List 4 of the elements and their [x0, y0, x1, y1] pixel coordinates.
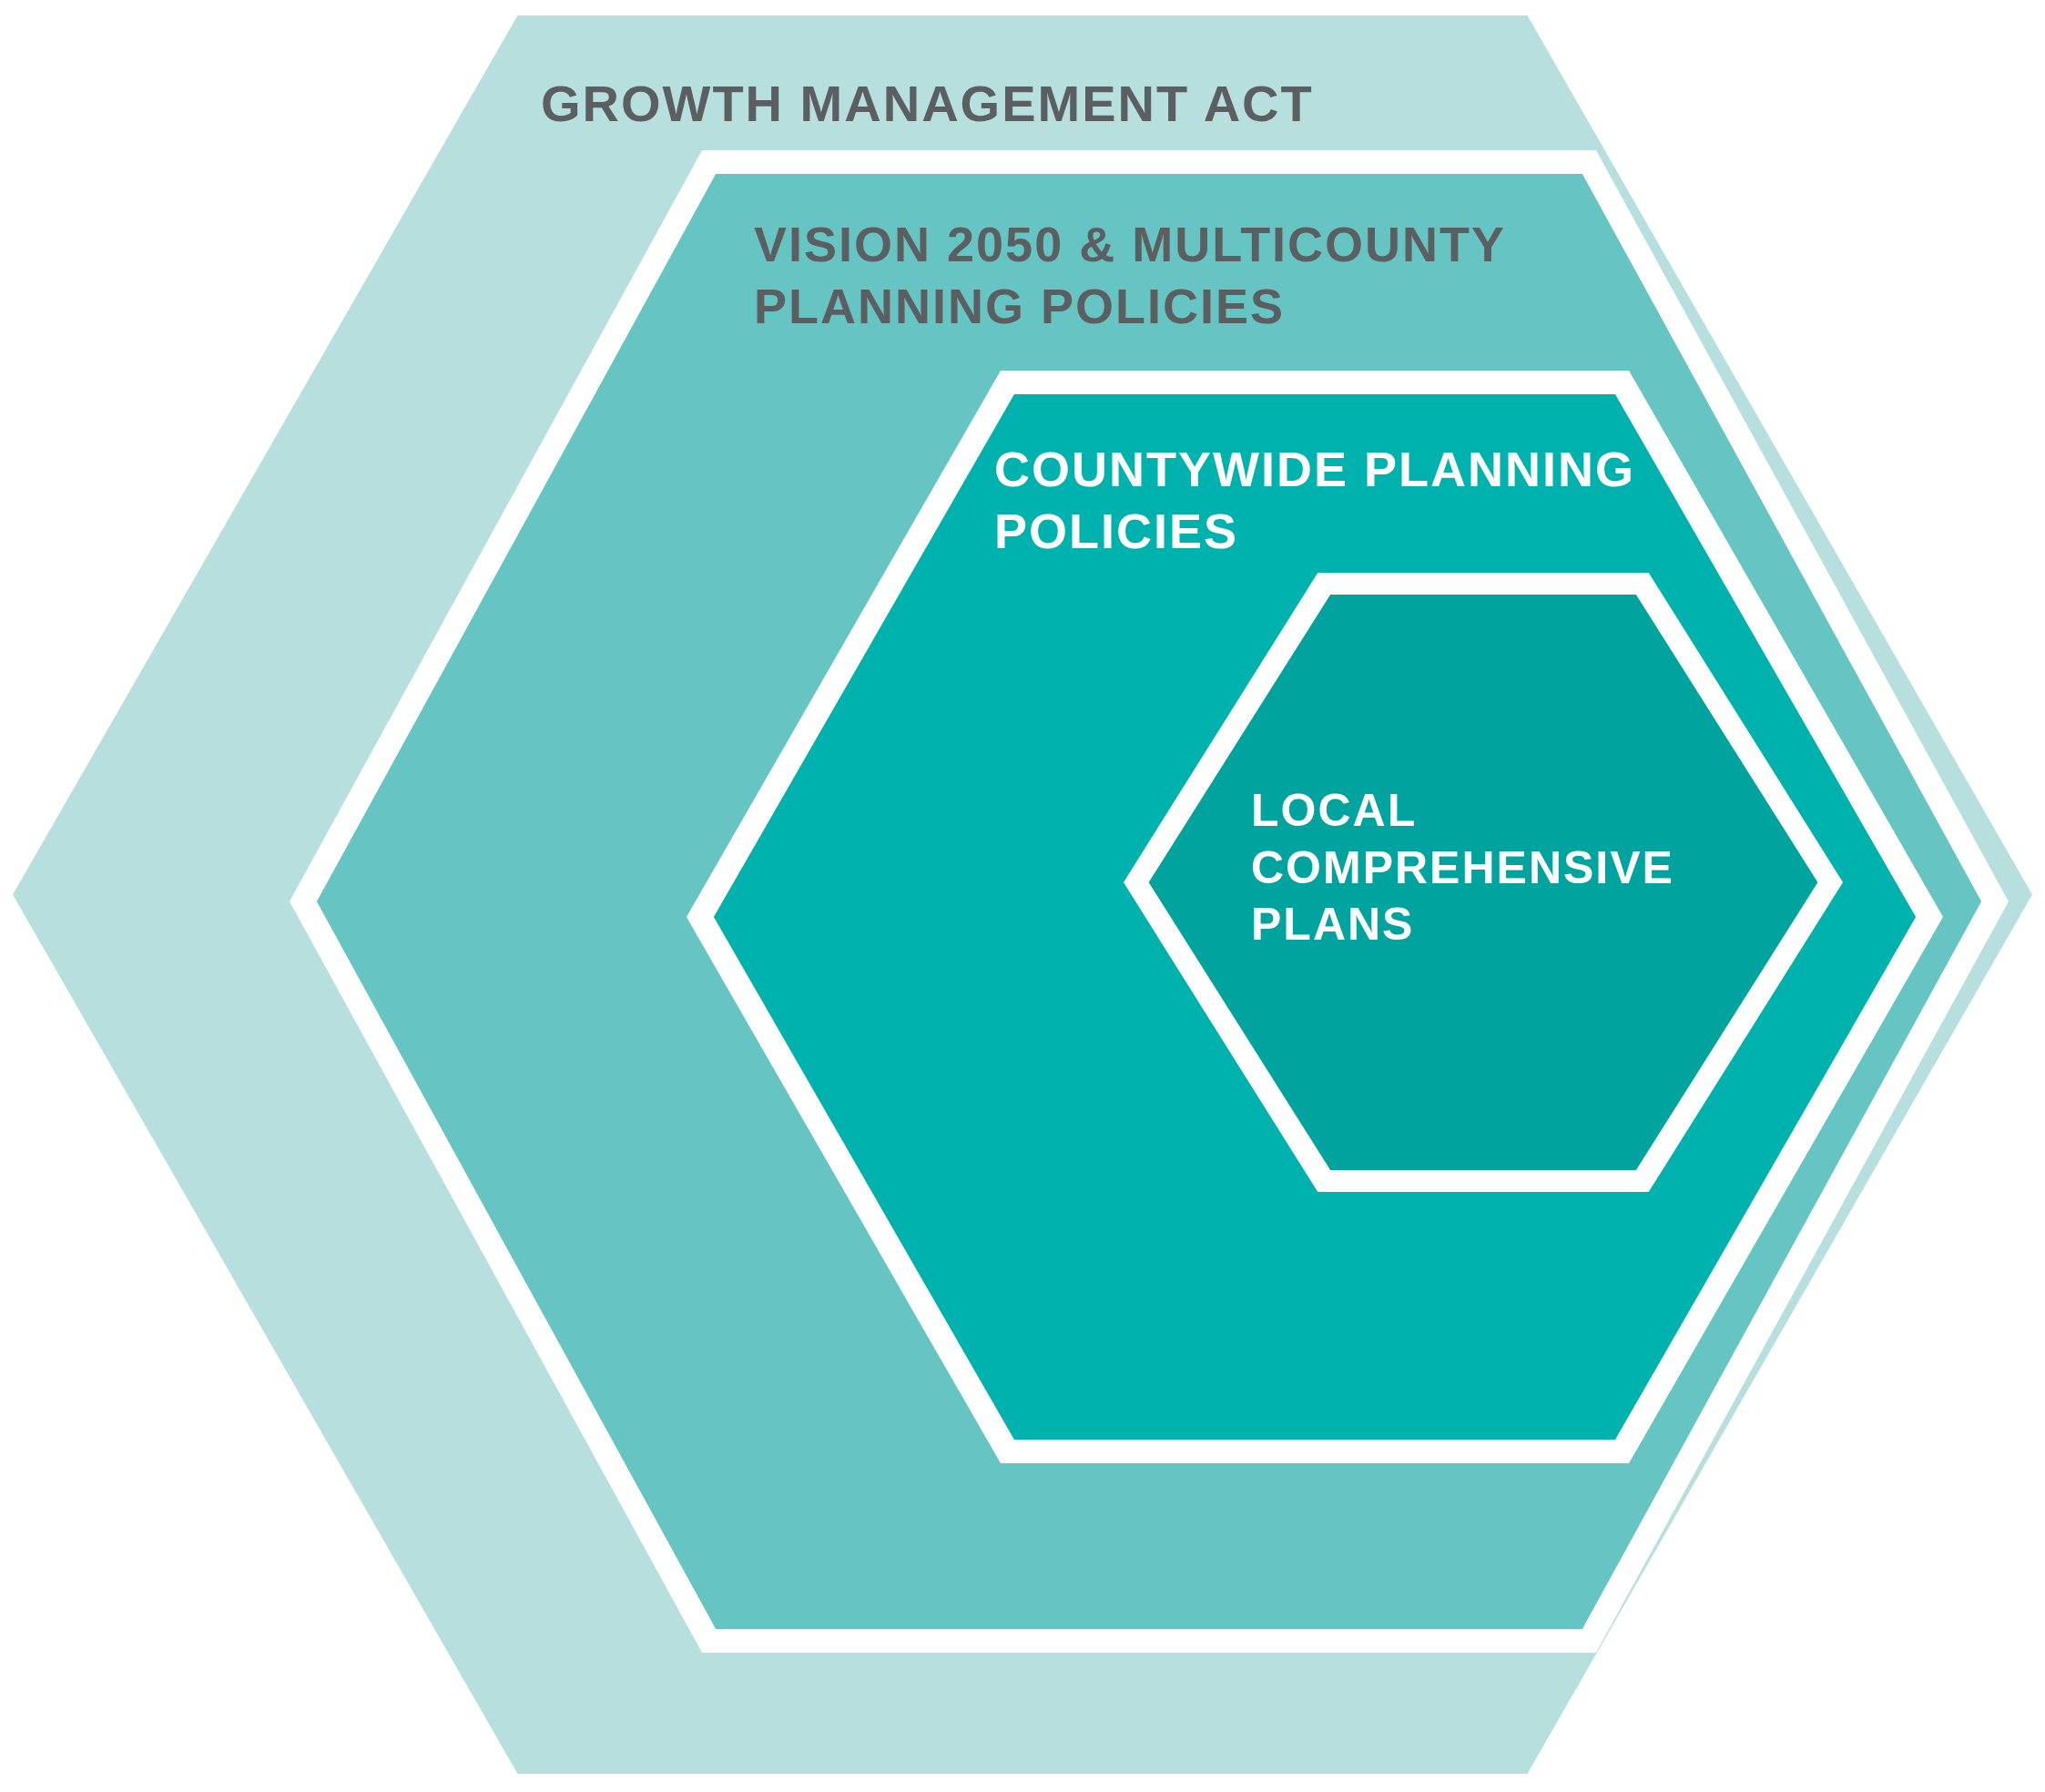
hexagon-title: COUNTYWIDE PLANNING POLICIES: [994, 441, 1636, 560]
hexagon-title: GROWTH MANAGEMENT ACT: [541, 74, 1315, 134]
hexagon-title: LOCAL COMPREHENSIVE PLANS: [1251, 784, 1675, 952]
hexagon-title: VISION 2050 & MULTICOUNTY PLANNING POLICIES: [754, 216, 1507, 335]
